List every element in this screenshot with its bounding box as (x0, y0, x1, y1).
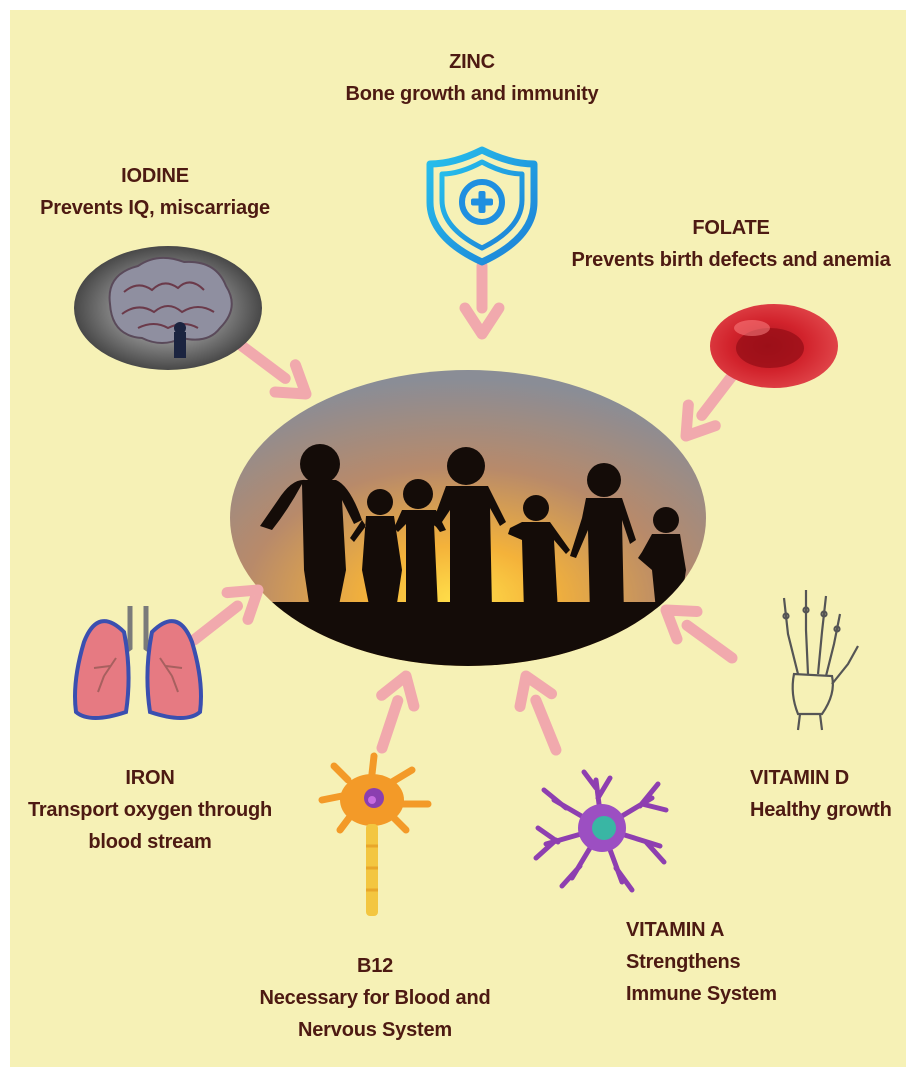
b12-description-line-1: Necessary for Blood and (242, 982, 508, 1014)
iodine-description: Prevents IQ, miscarriage (20, 192, 290, 224)
lungs-icon (75, 606, 201, 718)
zinc-arrow (465, 266, 499, 334)
vitamin-a-description-line-1: Strengthens (626, 946, 796, 978)
vitamin-d-label: VITAMIN D Healthy growth (750, 762, 900, 826)
zinc-name: ZINC (332, 46, 612, 78)
family-silhouette-image (210, 370, 730, 682)
neuron-icon (322, 756, 428, 916)
folate-arrow (686, 376, 732, 436)
vitamin-a-label: VITAMIN A Strengthens Immune System (626, 914, 796, 1010)
immune-cell-icon (536, 772, 666, 890)
vitamin-a-description-line-2: Immune System (626, 978, 796, 1010)
iron-description-line-2: blood stream (14, 826, 286, 858)
iodine-label: IODINE Prevents IQ, miscarriage (20, 160, 290, 224)
iron-label: IRON Transport oxygen through blood stre… (14, 762, 286, 858)
vitamin-d-arrow (666, 610, 732, 658)
zinc-label: ZINC Bone growth and immunity (332, 46, 612, 110)
diagram-panel: ZINC Bone growth and immunity IODINE Pre… (10, 10, 906, 1067)
folate-description: Prevents birth defects and anemia (558, 244, 904, 276)
b12-description-line-2: Nervous System (242, 1014, 508, 1046)
vitamin-a-name: VITAMIN A (626, 914, 796, 946)
iron-description-line-1: Transport oxygen through (14, 794, 286, 826)
b12-label: B12 Necessary for Blood and Nervous Syst… (242, 950, 508, 1046)
iron-arrow (194, 590, 258, 640)
red-blood-cell-icon (710, 304, 838, 388)
b12-name: B12 (242, 950, 508, 982)
shield-plus-icon (430, 150, 534, 262)
hand-bones-icon (784, 590, 859, 730)
iodine-name: IODINE (20, 160, 290, 192)
folate-name: FOLATE (558, 212, 904, 244)
brain-icon (74, 246, 262, 370)
b12-arrow (382, 676, 414, 748)
iodine-arrow (242, 346, 306, 394)
zinc-description: Bone growth and immunity (332, 78, 612, 110)
iron-name: IRON (14, 762, 286, 794)
vitamin-d-name: VITAMIN D (750, 762, 900, 794)
folate-label: FOLATE Prevents birth defects and anemia (558, 212, 904, 276)
vitamin-d-description: Healthy growth (750, 794, 900, 826)
vitamin-a-arrow (520, 676, 556, 750)
